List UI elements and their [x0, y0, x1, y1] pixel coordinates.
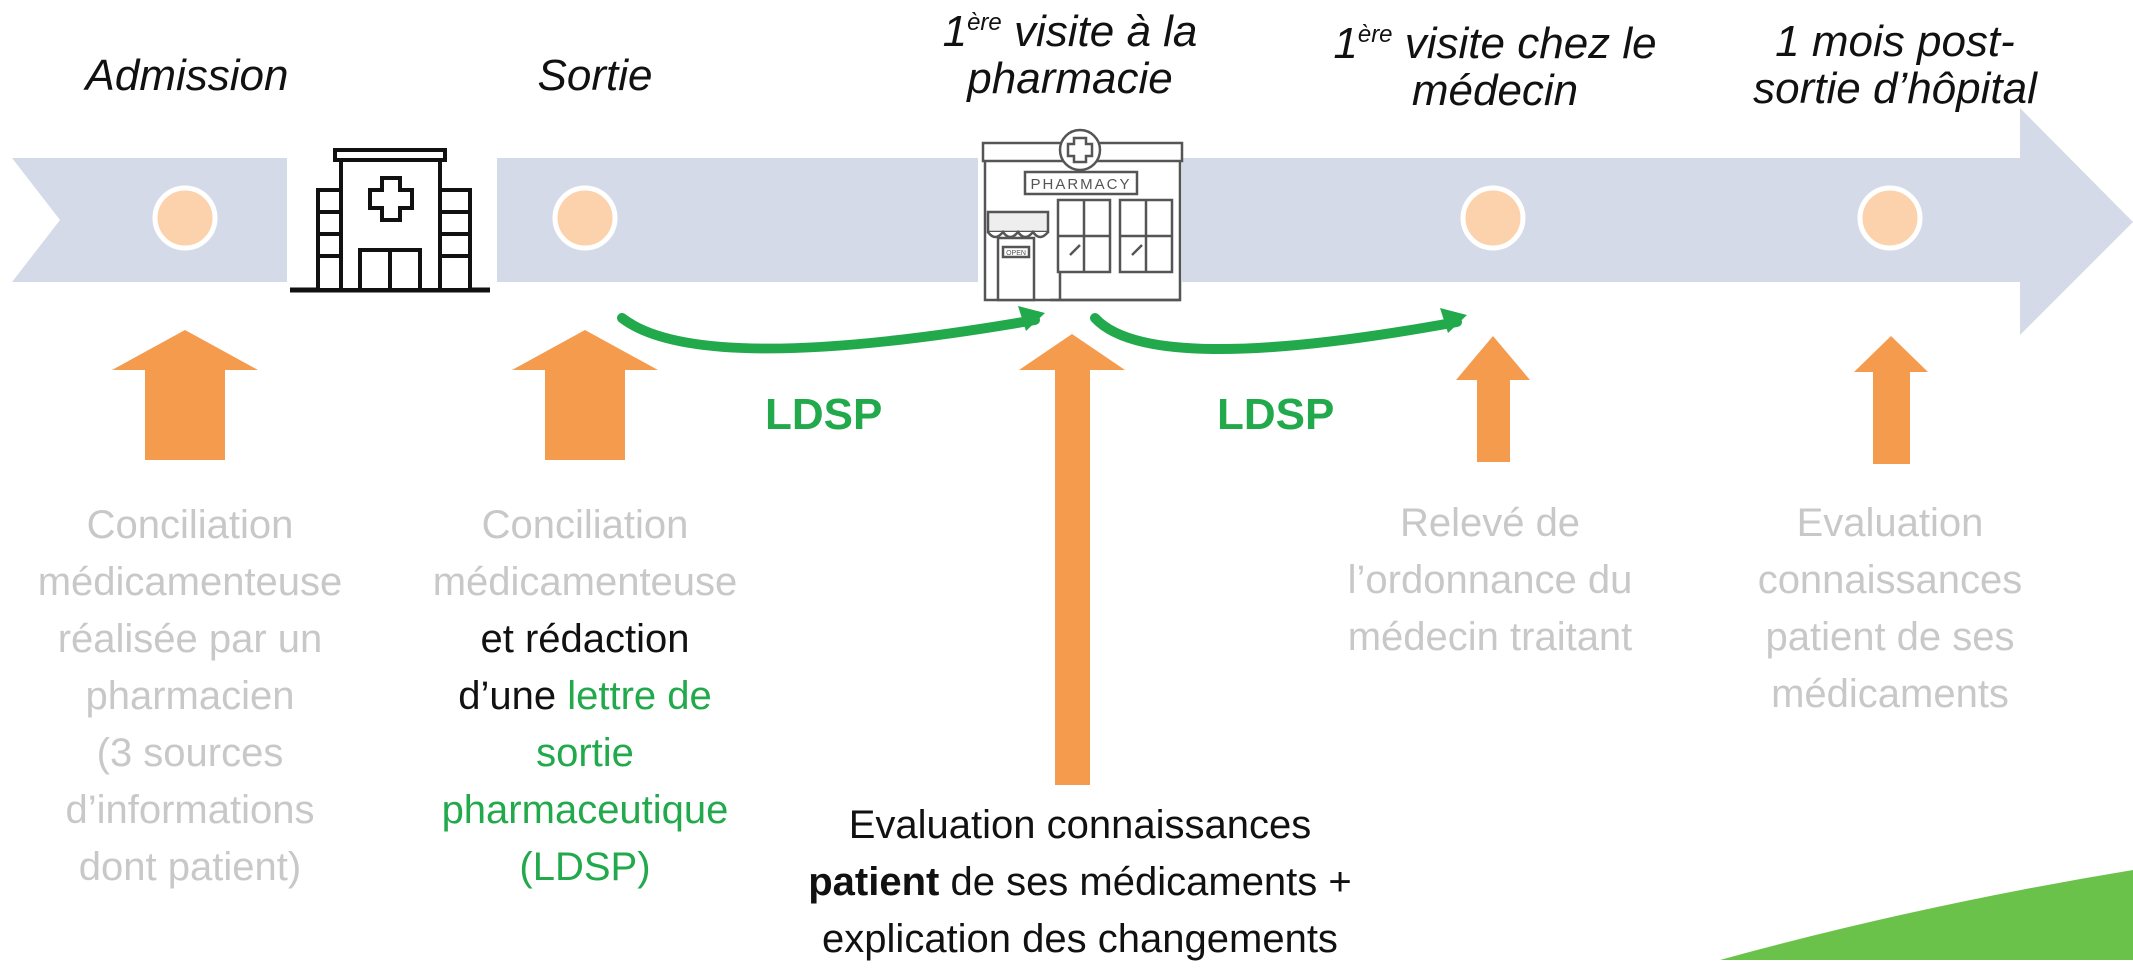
up-arrow-admission [112, 330, 258, 460]
milestone-dot-admission [152, 185, 218, 251]
stage-title-pharmacie: 1ère visite à la pharmacie [942, 7, 1198, 103]
corner-decoration [1720, 870, 2133, 960]
ldsp-label-2: LDSP [1217, 390, 1335, 439]
up-arrow-medecin [1456, 336, 1530, 462]
description-pharmacie: Evaluation connaissances patient de ses … [808, 803, 1352, 961]
milestone-dot-sortie [552, 185, 618, 251]
description-admission: Conciliation médicamenteuse réalisée par… [37, 503, 343, 889]
description-medecin: Relevé de l’ordonnance du médecin traita… [1347, 501, 1633, 659]
up-arrow-post [1854, 336, 1928, 464]
pharmacy-sign-text: PHARMACY [1030, 176, 1131, 193]
ldsp-curve-arrowhead-1 [1018, 306, 1045, 331]
up-arrow-pharmacie [1019, 334, 1125, 785]
ldsp-curve-arrowhead-2 [1440, 308, 1467, 333]
stage-title-post: 1 mois post- sortie d’hôpital [1753, 17, 2037, 113]
ldsp-curve-arrow-2 [1090, 313, 1462, 354]
description-sortie: Conciliation médicamenteuse et rédaction… [432, 503, 738, 889]
ldsp-label-1: LDSP [765, 390, 883, 439]
milestone-dot-post [1857, 185, 1923, 251]
up-arrow-sortie [512, 330, 658, 460]
description-post: Evaluation connaissances patient de ses … [1757, 501, 2023, 716]
milestone-dot-medecin [1460, 185, 1526, 251]
open-sign-text: OPEN [1006, 250, 1026, 257]
stage-title-sortie: Sortie [537, 51, 653, 100]
ldsp-curve-arrow-1 [617, 313, 1040, 354]
stage-title-medecin: 1ère visite chez le médecin [1333, 19, 1657, 115]
hospital-icon [287, 148, 497, 293]
stage-title-admission: Admission [85, 51, 289, 100]
pharmacy-storefront-icon: PHARMACY OPEN [978, 128, 1184, 304]
